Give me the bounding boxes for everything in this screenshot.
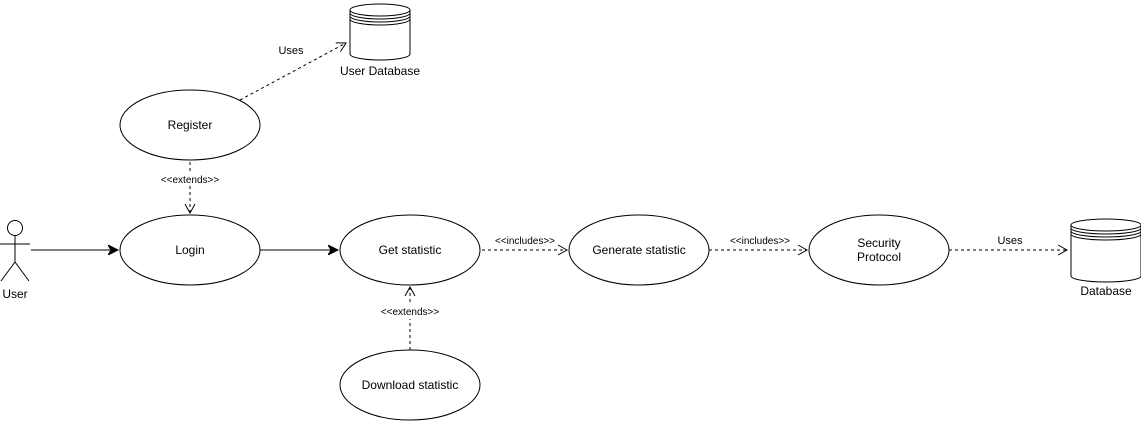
actor-user-label: User [2,287,27,301]
database-user-database[interactable]: User Database [340,3,420,78]
database-user-database-label: User Database [340,64,420,78]
edge-label-uses-user-database: Uses [278,45,304,57]
use-case-login-label: Login [175,243,204,257]
use-case-register[interactable]: Register [119,89,261,161]
edge-label-includes-security: <<includes>> [730,236,790,247]
use-case-get-statistic[interactable]: Get statistic [339,214,481,286]
use-case-register-label: Register [168,118,213,132]
database-cylinder-icon [349,3,411,61]
edge-label-includes-generate: <<includes>> [495,236,555,247]
stick-figure-icon [0,220,30,282]
use-case-login[interactable]: Login [119,214,261,286]
use-case-security-protocol-label-line: Protocol [857,250,901,264]
use-case-generate-statistic-label: Generate statistic [592,243,685,257]
database-main-label: Database [1080,284,1132,298]
use-case-security-protocol-label-line: Security [857,236,900,250]
edge-label-bg-extends-download [372,305,448,319]
edge-register-user-database [239,42,347,101]
edge-label-extends-download: <<extends>> [381,307,440,318]
edge-label-extends-register: <<extends>> [161,175,220,186]
database-cylinder-icon [1070,218,1141,283]
use-case-download-statistic-label: Download statistic [362,378,459,392]
edge-label-uses-database: Uses [997,235,1023,247]
use-case-generate-statistic[interactable]: Generate statistic [568,214,710,286]
use-case-get-statistic-label: Get statistic [379,243,442,257]
use-case-download-statistic[interactable]: Download statistic [339,349,481,421]
edge-label-bg-extends-register [152,172,228,186]
database-main[interactable]: Database [1070,218,1141,298]
actor-user[interactable]: User [0,220,30,302]
